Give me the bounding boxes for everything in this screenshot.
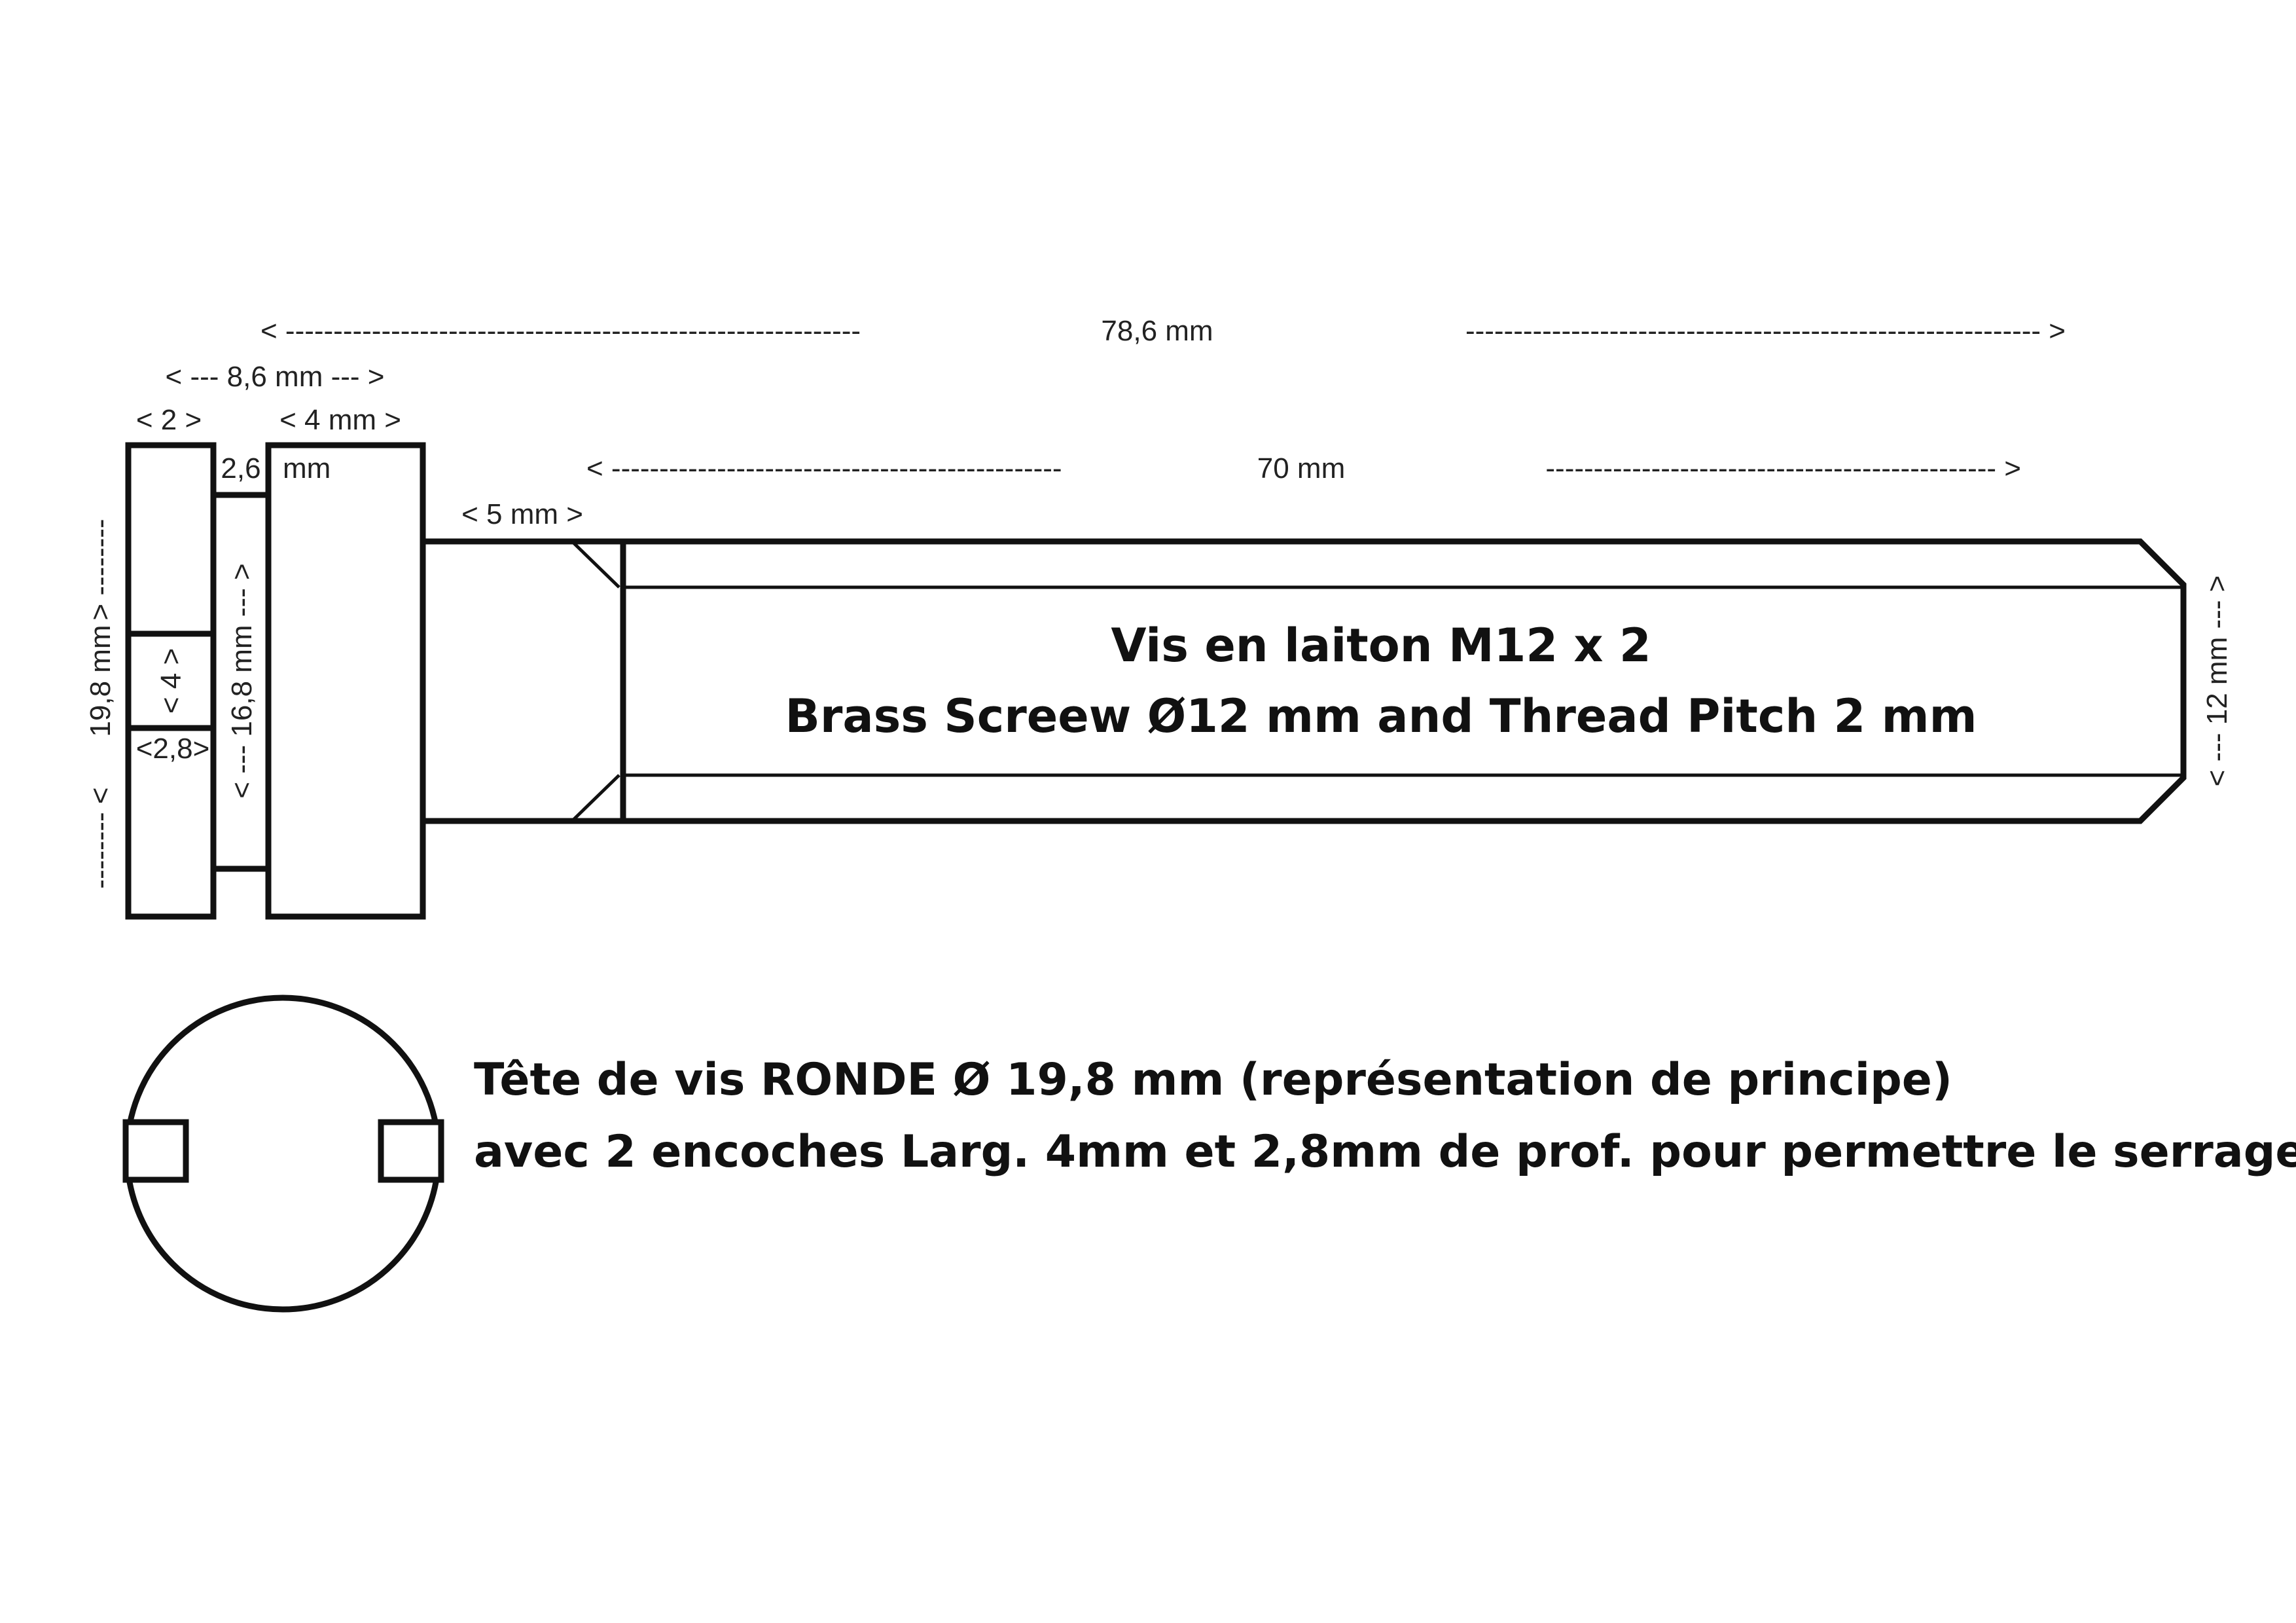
head-diameter-bottom-arrow: -------- < — [84, 787, 117, 888]
note-line-2: avec 2 encoches Larg. 4mm et 2,8mm de pr… — [474, 1126, 2296, 1178]
neck-chamfer-top — [571, 540, 620, 589]
head-flange-2 — [265, 442, 426, 920]
overall-right-arrow: ----------------------------------------… — [1465, 315, 2066, 347]
head-assembly-width-label: < --- 8,6 mm --- > — [166, 361, 385, 393]
threaded-shank — [623, 538, 2187, 824]
notch-width-label: < 4 > — [155, 648, 187, 714]
overall-left-arrow: < --------------------------------------… — [260, 315, 861, 347]
screw-title: Vis en laiton M12 x 2 Brass Screew Ø12 m… — [785, 619, 1977, 743]
right-notch — [378, 1119, 444, 1183]
title-line-2: Brass Screew Ø12 mm and Thread Pitch 2 m… — [785, 689, 1977, 743]
thread-left-arrow: < --------------------------------------… — [586, 452, 1062, 484]
left-notch-mask — [122, 1120, 187, 1182]
groove-width-label: 2,6 — [221, 452, 260, 484]
overall-length-label: 78,6 mm — [1101, 315, 1213, 347]
dimensions: < --------------------------------------… — [84, 315, 2233, 889]
groove-diameter-label: < --- 16,8 mm --- > — [226, 563, 258, 798]
first-flange-label: < 2 > — [136, 404, 202, 436]
groove-unit-label: mm — [283, 452, 331, 484]
left-notch — [122, 1119, 189, 1183]
note-line-1: Tête de vis RONDE Ø 19,8 mm (représentat… — [474, 1054, 1952, 1106]
shank-diameter-label: < --- 12 mm --- > — [2201, 575, 2233, 787]
head-diameter-top-arrow: > -------- — [84, 519, 117, 620]
screw-head-end-view — [122, 994, 445, 1313]
notch-depth-label: <2,8> — [136, 733, 210, 765]
second-flange-label: < 4 mm > — [279, 404, 401, 436]
right-notch-mask — [380, 1120, 445, 1182]
thread-right-arrow: ----------------------------------------… — [1545, 452, 2021, 484]
neck-chamfer-bottom — [571, 774, 620, 822]
screw-side-view — [125, 442, 2187, 920]
head-diameter-label: 19,8 mm — [84, 625, 117, 737]
title-line-1: Vis en laiton M12 x 2 — [1111, 619, 1651, 672]
neck-length-label: < 5 mm > — [461, 498, 583, 530]
head-note: Tête de vis RONDE Ø 19,8 mm (représentat… — [474, 1054, 2296, 1178]
threaded-length-label: 70 mm — [1257, 452, 1345, 484]
